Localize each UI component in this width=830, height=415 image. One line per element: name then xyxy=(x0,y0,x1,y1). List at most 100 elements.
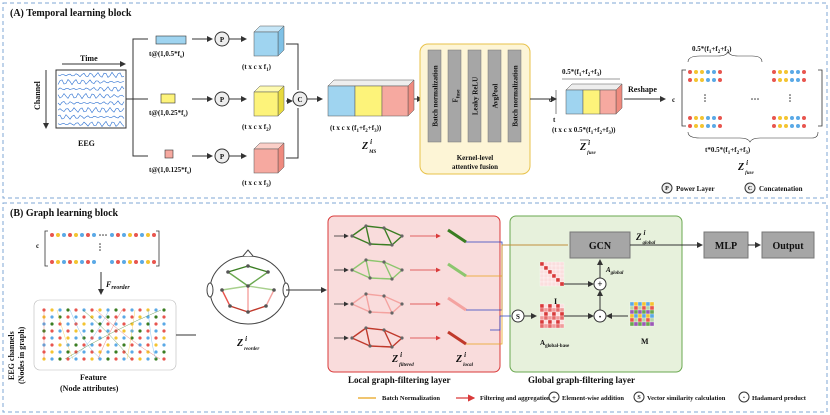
power-layer-3: P xyxy=(214,148,247,164)
reorder-dot xyxy=(146,322,150,326)
a-base-cell xyxy=(555,323,561,329)
svg-text:t*0.5*(f1+f2+f3): t*0.5*(f1+f2+f3) xyxy=(705,146,751,156)
local-feature xyxy=(447,228,467,244)
i-label: I xyxy=(554,297,557,306)
concat-label: (t x c x (f xyxy=(330,124,357,132)
a-base-cell xyxy=(551,319,557,325)
z-global-sup: i xyxy=(644,229,646,237)
fused-top-label: 0.5*(f xyxy=(562,68,580,76)
identity-cell xyxy=(559,269,565,275)
local-edge xyxy=(391,269,403,280)
reorder-dot xyxy=(66,350,70,354)
reorder-arc xyxy=(97,309,123,360)
identity-cell xyxy=(559,277,565,283)
eeg-plot-frame xyxy=(55,69,127,129)
svg-text:(t x c x f2): (t x c x f2) xyxy=(242,123,272,133)
a-global-base: A xyxy=(540,339,545,347)
svg-text:0.5*(f1+f2+f3): 0.5*(f1+f2+f3) xyxy=(692,45,732,55)
z-reorder: Z xyxy=(236,338,243,349)
legend-c: Concatenation xyxy=(759,185,803,193)
identity-cell xyxy=(539,273,545,279)
reorder-dot xyxy=(122,315,126,319)
reorder-dot xyxy=(82,357,86,361)
z-global-sub: global xyxy=(641,241,655,246)
feature-dot xyxy=(74,233,78,237)
ellipsis-dot xyxy=(789,100,791,102)
a-global-base-sub: global-base xyxy=(545,344,570,349)
reorder-dot xyxy=(154,322,158,326)
m-cell xyxy=(637,309,643,315)
head-edge xyxy=(265,289,275,307)
feature-dot xyxy=(110,260,114,264)
local-edge xyxy=(365,293,371,313)
zbar-fuse: Z xyxy=(579,142,586,153)
kernel-3-tail: ) xyxy=(189,166,192,174)
feature-dot xyxy=(140,233,144,237)
output-label: Output xyxy=(772,241,804,252)
matrix-dot xyxy=(694,116,698,120)
eeg-label: EEG xyxy=(78,139,95,148)
identity-cell xyxy=(555,281,561,287)
a-base-cell xyxy=(559,303,565,309)
cube-2-label: (t x c x f xyxy=(242,123,267,131)
to-gcn-line xyxy=(488,244,568,345)
eeg-signal: Time Channel EEG xyxy=(33,54,127,148)
concat-sub3: 3 xyxy=(374,129,377,134)
local-node xyxy=(350,234,354,238)
fused-c: c xyxy=(549,96,552,104)
reorder-dot xyxy=(58,336,62,340)
reshape-dots xyxy=(688,70,806,128)
eeg-trace xyxy=(57,85,125,92)
z-local-sub: local xyxy=(463,363,474,368)
a-base-cell xyxy=(547,303,553,309)
head-edge xyxy=(247,271,269,287)
cube-3: (t x c x f3) xyxy=(242,142,285,189)
reorder-arc xyxy=(95,309,161,360)
matrix-dot xyxy=(712,78,716,82)
m-cell xyxy=(629,301,635,307)
reorder-dot xyxy=(122,357,126,361)
fusion-f-sub: fuse xyxy=(457,89,462,98)
reorder-dot xyxy=(114,322,118,326)
fused-bottom-label: (t x c x 0.5*(f xyxy=(552,126,591,134)
kernel-2: t@(1,0.25*fs) xyxy=(149,93,213,119)
cube-2-sub: 2 xyxy=(266,128,269,133)
matrix-dot xyxy=(688,70,692,74)
feature-dot xyxy=(140,260,144,264)
legend-plus-symbol: + xyxy=(552,394,556,402)
identity-cell xyxy=(559,261,565,267)
z-reorder-sub: reorder xyxy=(244,347,259,352)
reorder-dot xyxy=(90,308,94,312)
matrix-dot xyxy=(772,124,776,128)
m-cell xyxy=(633,309,639,315)
a-base-cell xyxy=(539,323,545,329)
concat-mid2: +f xyxy=(368,124,375,132)
legend-dot-symbol: · xyxy=(743,393,746,402)
local-edge xyxy=(351,293,367,305)
matrix-dot xyxy=(772,70,776,74)
reorder-dot xyxy=(82,329,86,333)
reorder-dot xyxy=(90,357,94,361)
feature-dot xyxy=(134,260,138,264)
m-cell xyxy=(633,317,639,323)
reorder-dot xyxy=(106,329,110,333)
ellipsis-dot xyxy=(757,98,759,100)
matrix-dot xyxy=(688,78,692,82)
head-node xyxy=(264,304,268,308)
fusion-bar-label: AvgPool xyxy=(492,84,500,109)
reorder-dot xyxy=(122,329,126,333)
fusion-caption-2: attentive fusion xyxy=(452,163,498,171)
reorder-dot xyxy=(122,350,126,354)
local-edge xyxy=(365,259,371,279)
head-graph-edges xyxy=(220,264,276,314)
matrix-dot xyxy=(802,78,806,82)
ellipsis-dot xyxy=(704,100,706,102)
reshaped-bottom: t*0.5*(f xyxy=(705,146,728,154)
z-fuse: Z xyxy=(737,162,744,173)
feature-dot xyxy=(116,260,120,264)
reorder-dot xyxy=(106,343,110,347)
